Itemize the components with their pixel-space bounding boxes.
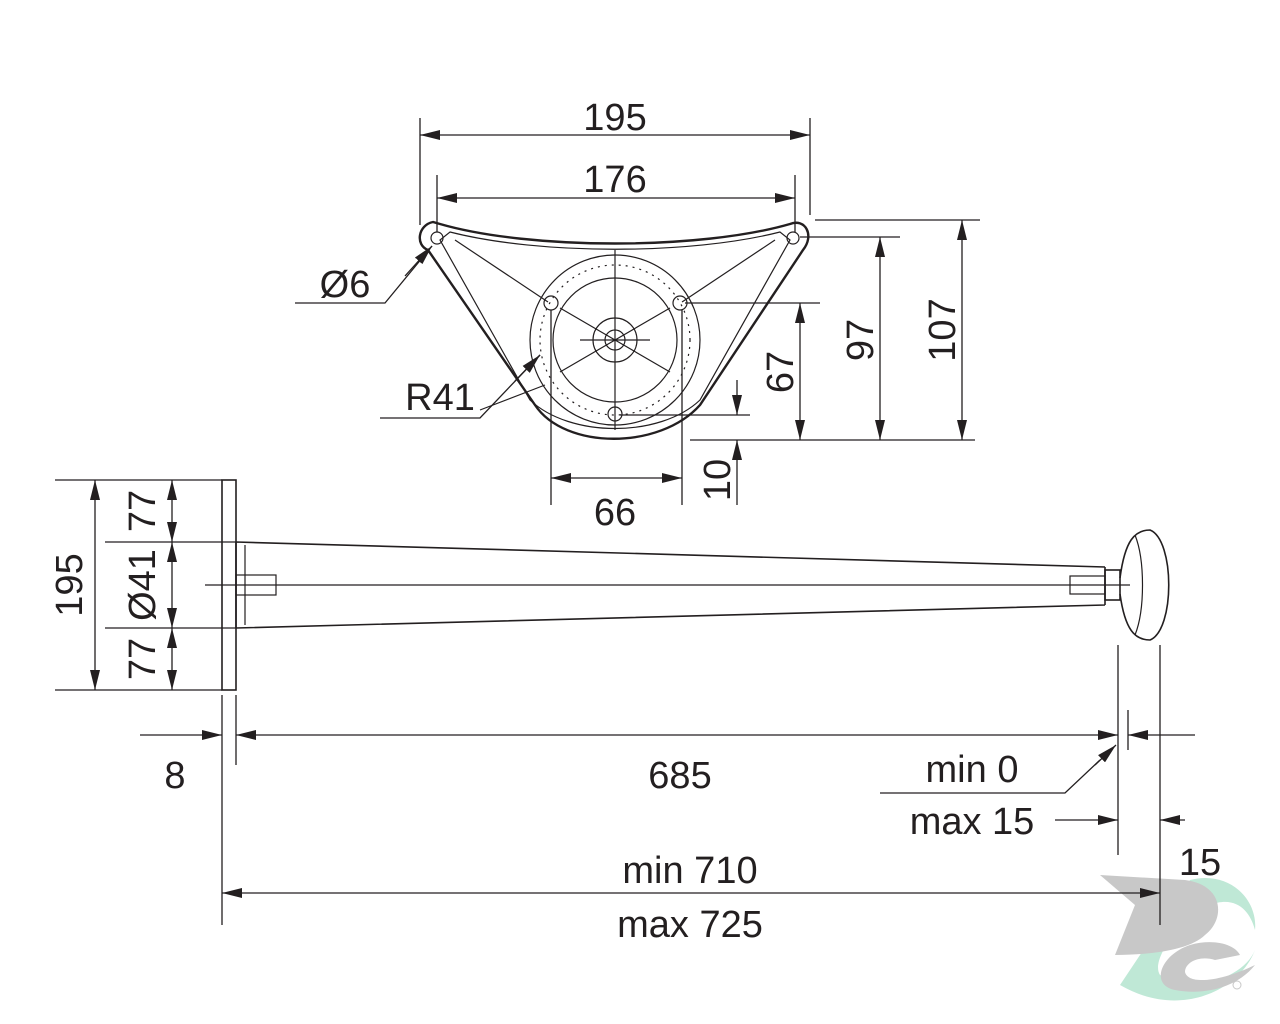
dim-lower-77: 77 [122, 638, 164, 680]
dim-adjust-min: min 0 [926, 749, 1019, 791]
dim-foot-15: 15 [1179, 842, 1221, 884]
dim-length-685: 685 [648, 755, 711, 797]
dim-upper-77: 77 [122, 490, 164, 532]
mounting-plate-top-view [418, 220, 810, 440]
dim-height-97: 97 [840, 319, 882, 361]
dim-height-67: 67 [760, 351, 802, 393]
dim-hole-spacing-176: 176 [583, 159, 646, 201]
top-view-dimensions: 195 176 107 97 67 10 66 Ø6 R41 [295, 97, 980, 534]
dim-offset-10: 10 [697, 459, 739, 501]
dim-adjust-max: max 15 [910, 801, 1035, 843]
dc-logo [1100, 875, 1256, 1001]
dim-thickness-8: 8 [164, 755, 185, 797]
side-view-dimensions: 195 77 Ø41 77 8 685 min 0 max 15 15 min … [49, 479, 1221, 946]
dim-diameter-41: Ø41 [122, 549, 164, 621]
dim-total-min: min 710 [622, 850, 757, 892]
dim-span-66: 66 [594, 492, 636, 534]
dim-radius-r41: R41 [405, 377, 475, 419]
dim-flange-195: 195 [49, 553, 91, 616]
dim-total-max: max 725 [617, 904, 763, 946]
dim-width-195: 195 [583, 97, 646, 139]
dim-height-107: 107 [922, 298, 964, 361]
leg-side-view [205, 479, 1170, 691]
dim-hole-diameter: Ø6 [320, 264, 371, 306]
